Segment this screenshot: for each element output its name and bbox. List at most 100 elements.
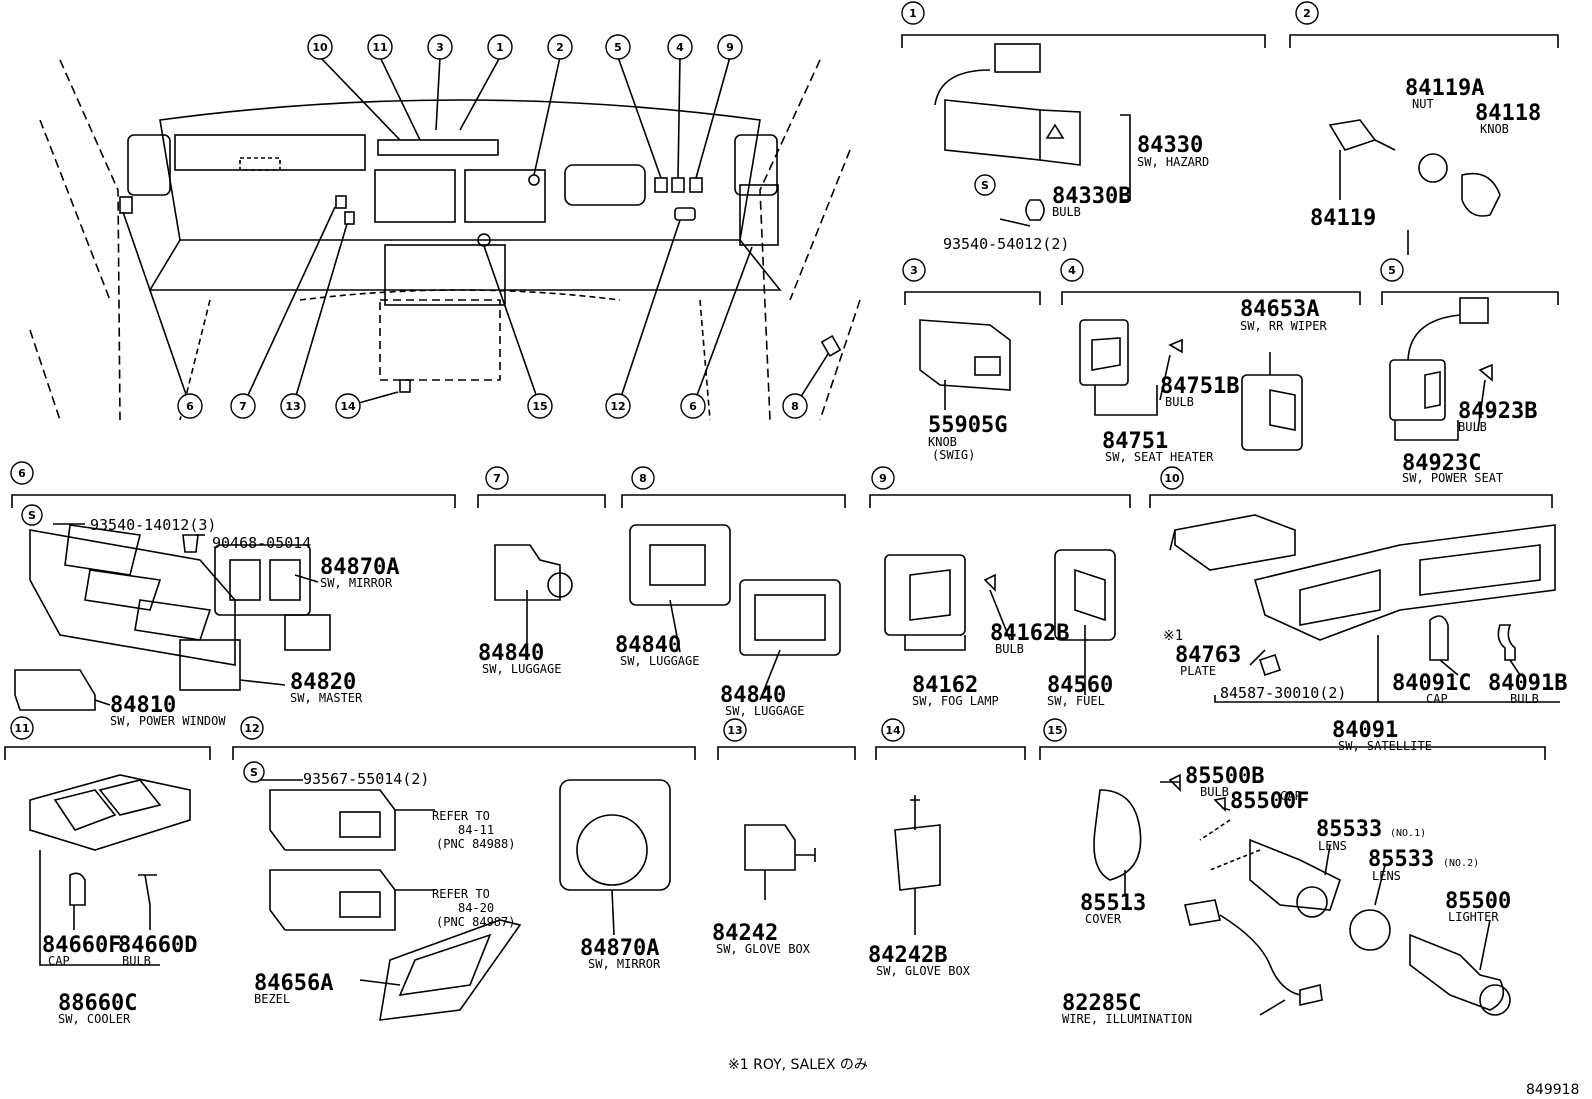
svg-text:84923B: 84923B [1458,399,1537,424]
dashboard-overview [29,56,861,421]
svg-text:9: 9 [726,41,734,54]
svg-text:85500F: 85500F [1230,789,1309,814]
svg-text:7: 7 [493,472,501,485]
svg-text:93540-54012(2): 93540-54012(2) [943,235,1069,253]
svg-text:84840: 84840 [478,641,544,666]
svg-text:KNOB: KNOB [928,435,957,449]
footnote: ※1 ROY, SALEX のみ [728,1057,868,1073]
svg-text:84587-30010(2): 84587-30010(2) [1220,684,1346,702]
svg-text:84840: 84840 [615,633,681,658]
screw-markers [21,174,996,783]
svg-text:S: S [250,766,258,779]
svg-text:8: 8 [791,400,799,413]
svg-text:SW, POWER SEAT: SW, POWER SEAT [1402,471,1503,485]
svg-text:85533: 85533 [1316,817,1382,842]
diagram-id: 849918 [1526,1082,1579,1098]
callout-numbers: 1 2 3 4 5 6 7 8 9 10 11 12 13 14 15 10 1… [14,7,1395,779]
svg-text:13: 13 [285,400,300,413]
svg-text:84091C: 84091C [1392,671,1471,696]
svg-text:SW, COOLER: SW, COOLER [58,1012,131,1026]
callout-circles-sections [10,1,1404,742]
svg-text:84656A: 84656A [254,971,333,996]
svg-text:BULB: BULB [1165,395,1194,409]
svg-text:6: 6 [18,467,26,480]
svg-text:85513: 85513 [1080,891,1146,916]
svg-text:REFER TO: REFER TO [432,887,490,901]
svg-text:84751: 84751 [1102,429,1168,454]
svg-text:BULB: BULB [122,954,151,968]
svg-text:11: 11 [14,722,29,735]
svg-text:LENS: LENS [1318,839,1347,853]
part-number-84330: 84330 [1137,133,1203,158]
svg-text:SW, LUGGAGE: SW, LUGGAGE [482,662,561,676]
svg-text:11: 11 [372,41,387,54]
svg-text:1: 1 [496,41,504,54]
callout-circles-overview [177,34,808,419]
svg-text:88660C: 88660C [58,991,137,1016]
svg-text:84870A: 84870A [580,936,659,961]
svg-text:SW, MIRROR: SW, MIRROR [320,576,393,590]
svg-text:(PNC 84988): (PNC 84988) [436,837,515,851]
svg-text:(SWIG): (SWIG) [932,448,975,462]
section-brackets [4,34,1559,760]
svg-text:84091B: 84091B [1488,671,1567,696]
svg-text:S: S [981,179,989,192]
svg-text:84840: 84840 [720,683,786,708]
svg-text:6: 6 [186,400,194,413]
svg-text:10: 10 [312,41,328,54]
svg-text:SW, HAZARD: SW, HAZARD [1137,155,1209,169]
svg-text:84763: 84763 [1175,643,1241,668]
svg-text:3: 3 [910,264,918,277]
svg-text:93567-55014(2): 93567-55014(2) [303,770,429,788]
part-labels: 84330 SW, HAZARD 84330B BULB 93540-54012… [42,76,1567,1026]
svg-text:93540-14012(3): 93540-14012(3) [90,516,216,534]
svg-text:2: 2 [556,41,564,54]
svg-text:5: 5 [614,41,622,54]
svg-text:84653A: 84653A [1240,297,1319,322]
svg-text:90468-05014: 90468-05014 [212,534,311,552]
svg-text:SW, MASTER: SW, MASTER [290,691,363,705]
svg-text:BEZEL: BEZEL [254,992,290,1006]
svg-text:4: 4 [676,41,684,54]
svg-text:SW, POWER WINDOW: SW, POWER WINDOW [110,714,226,728]
svg-text:84-20: 84-20 [458,901,494,915]
svg-text:84162B: 84162B [990,621,1069,646]
svg-text:S: S [28,509,36,522]
svg-text:84242: 84242 [712,921,778,946]
svg-text:3: 3 [436,41,444,54]
svg-text:14: 14 [885,724,901,737]
svg-text:WIRE, ILLUMINATION: WIRE, ILLUMINATION [1062,1012,1192,1026]
svg-text:SW, GLOVE BOX: SW, GLOVE BOX [876,964,971,978]
svg-text:(NO.2): (NO.2) [1443,858,1479,869]
svg-text:SW, LUGGAGE: SW, LUGGAGE [725,704,804,718]
svg-text:CAP: CAP [48,954,70,968]
svg-text:BULB: BULB [1458,420,1487,434]
svg-text:84119: 84119 [1310,206,1376,231]
svg-text:15: 15 [532,400,547,413]
footer: ※1 ROY, SALEX のみ 849918 [728,1057,1579,1098]
part-number-84330B: 84330B [1052,184,1131,209]
svg-text:SW, FUEL: SW, FUEL [1047,694,1105,708]
svg-text:84660F: 84660F [42,933,121,958]
svg-text:REFER TO: REFER TO [432,809,490,823]
svg-text:84119A: 84119A [1405,76,1484,101]
svg-text:(PNC 84987): (PNC 84987) [436,915,515,929]
svg-text:SW, FOG LAMP: SW, FOG LAMP [912,694,999,708]
svg-text:84162: 84162 [912,673,978,698]
svg-text:84-11: 84-11 [458,823,494,837]
svg-text:SW, GLOVE BOX: SW, GLOVE BOX [716,942,811,956]
svg-text:84870A: 84870A [320,555,399,580]
svg-text:84242B: 84242B [868,943,947,968]
svg-text:9: 9 [879,472,887,485]
svg-text:84660D: 84660D [118,933,197,958]
svg-text:5: 5 [1388,264,1396,277]
svg-text:※1: ※1 [1163,628,1183,644]
callout-markers [10,1,1404,783]
svg-text:13: 13 [727,724,742,737]
svg-text:(NO.1): (NO.1) [1390,828,1426,839]
svg-text:85500: 85500 [1445,889,1511,914]
svg-text:SW, SATELLITE: SW, SATELLITE [1338,739,1432,753]
svg-text:12: 12 [610,400,625,413]
svg-text:SW, MIRROR: SW, MIRROR [588,957,661,971]
svg-text:14: 14 [340,400,356,413]
